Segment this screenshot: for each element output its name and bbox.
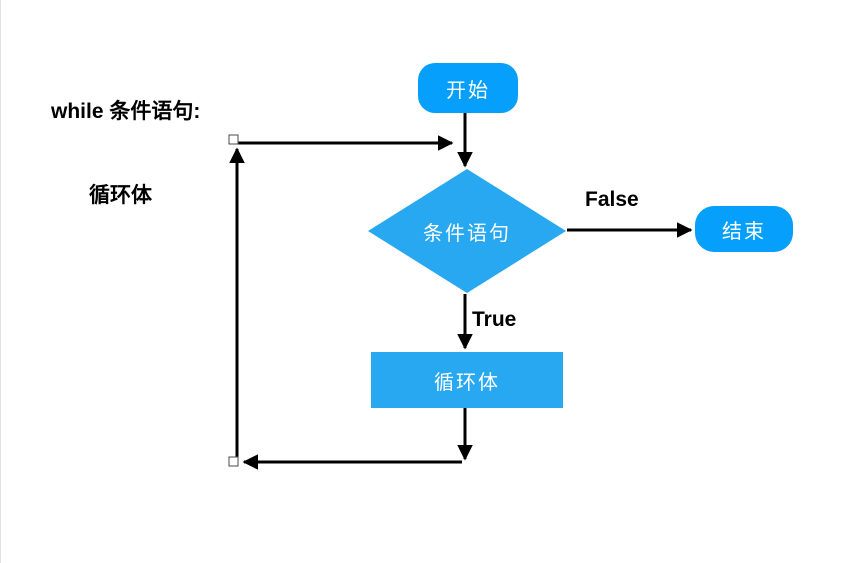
node-start[interactable]: 开始 — [418, 63, 518, 113]
node-start-label: 开始 — [446, 79, 490, 102]
node-body[interactable]: 循环体 — [371, 352, 563, 408]
code-line-loop-body: 循环体 — [89, 184, 152, 207]
node-end[interactable]: 结束 — [695, 206, 793, 252]
node-end-label: 结束 — [722, 220, 766, 243]
node-condition-label: 条件语句 — [423, 222, 511, 245]
code-line-while: while 条件语句: — [51, 100, 201, 123]
code-annotation: while 条件语句: 循环体 — [51, 42, 200, 266]
edge-label-false: False — [585, 188, 639, 211]
connector-handle-top[interactable] — [228, 134, 239, 145]
edge-label-true: True — [472, 308, 517, 331]
connector-handle-bottom[interactable] — [228, 456, 239, 467]
node-body-label: 循环体 — [434, 371, 500, 394]
